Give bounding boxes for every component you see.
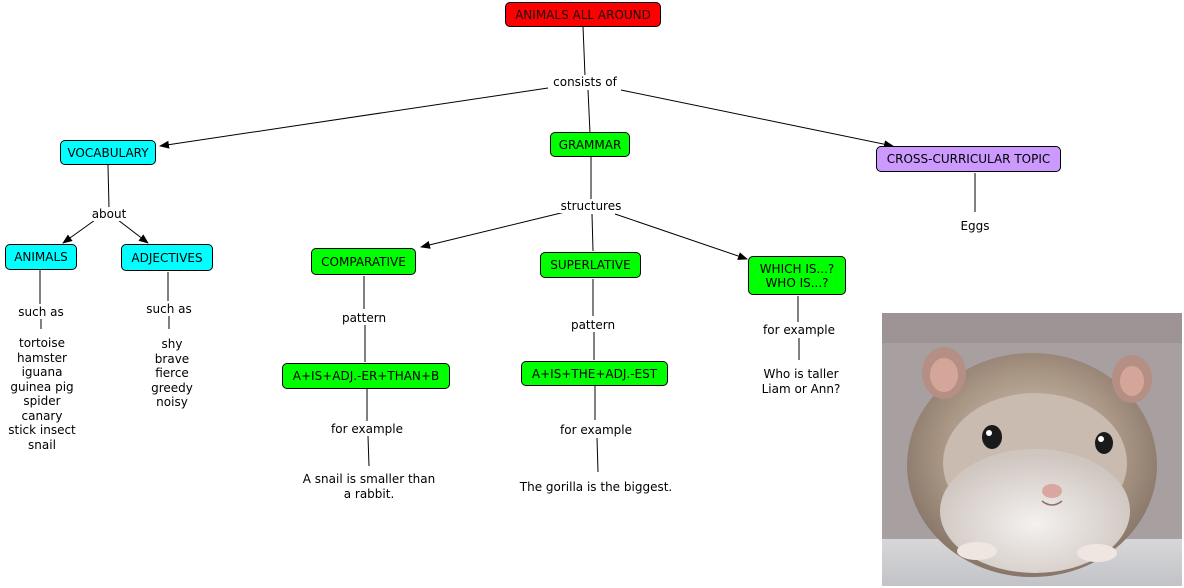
superlative-pattern-node[interactable]: A+IS+THE+ADJ.-EST — [521, 361, 668, 386]
list-item: greedy — [151, 380, 193, 395]
list-item: noisy — [156, 395, 188, 409]
linking-label-pattern-comparative: pattern — [339, 311, 389, 325]
list-item: spider — [23, 394, 61, 408]
animals-node[interactable]: ANIMALS — [5, 244, 77, 270]
animals-list: tortoise hamster iguana guinea pig spide… — [8, 336, 76, 452]
comparative-pattern-node[interactable]: A+IS+ADJ.-ER+THAN+B — [282, 363, 450, 389]
linking-label-structures: structures — [558, 199, 624, 213]
comparative-node[interactable]: COMPARATIVE — [311, 248, 416, 275]
linking-label-such-as-adjectives: such as — [144, 302, 194, 316]
which-is-line-1: WHICH IS...? — [759, 261, 835, 276]
linking-label-about: about — [89, 207, 129, 221]
list-item: hamster — [17, 350, 67, 365]
linking-label-for-example-comparative: for example — [329, 422, 405, 436]
grammar-node[interactable]: GRAMMAR — [550, 132, 630, 157]
list-item: guinea pig — [10, 379, 74, 394]
comparative-example-line-1: A snail is smaller than — [302, 472, 436, 486]
linking-label-such-as-animals: such as — [16, 305, 66, 319]
list-item: brave — [154, 351, 190, 366]
linking-label-consists-of: consists of — [551, 75, 619, 89]
superlative-node[interactable]: SUPERLATIVE — [540, 252, 641, 278]
superlative-example: The gorilla is the biggest. — [519, 480, 673, 494]
linking-label-for-example-which: for example — [761, 323, 837, 337]
which-is-node[interactable]: WHICH IS...? WHO IS...? — [748, 256, 846, 295]
list-item: canary — [21, 408, 63, 423]
list-item: snail — [28, 437, 56, 452]
adjectives-node[interactable]: ADJECTIVES — [121, 244, 213, 271]
list-item: fierce — [155, 366, 189, 380]
vocabulary-node[interactable]: VOCABULARY — [60, 140, 156, 165]
root-node[interactable]: ANIMALS ALL AROUND — [505, 2, 661, 27]
which-example-line-1: Who is taller — [763, 367, 839, 381]
list-item: stick insect — [8, 423, 76, 437]
which-example-line-2: Liam or Ann? — [761, 381, 841, 396]
list-item: tortoise — [19, 336, 65, 350]
comparative-example: A snail is smaller than a rabbit. — [303, 472, 435, 501]
eggs-text: Eggs — [960, 219, 990, 233]
which-example: Who is taller Liam or Ann? — [762, 367, 841, 396]
cross-curricular-node[interactable]: CROSS-CURRICULAR TOPIC — [876, 146, 1061, 172]
hamster-photo — [882, 313, 1182, 586]
hamster-illustration — [882, 313, 1182, 586]
which-is-line-2: WHO IS...? — [765, 275, 829, 290]
linking-label-for-example-superlative: for example — [558, 423, 634, 437]
list-item: iguana — [21, 365, 63, 379]
linking-label-pattern-superlative: pattern — [568, 318, 618, 332]
adjectives-list: shy brave fierce greedy noisy — [151, 337, 193, 410]
list-item: shy — [161, 337, 183, 351]
comparative-example-line-2: a rabbit. — [343, 486, 395, 501]
